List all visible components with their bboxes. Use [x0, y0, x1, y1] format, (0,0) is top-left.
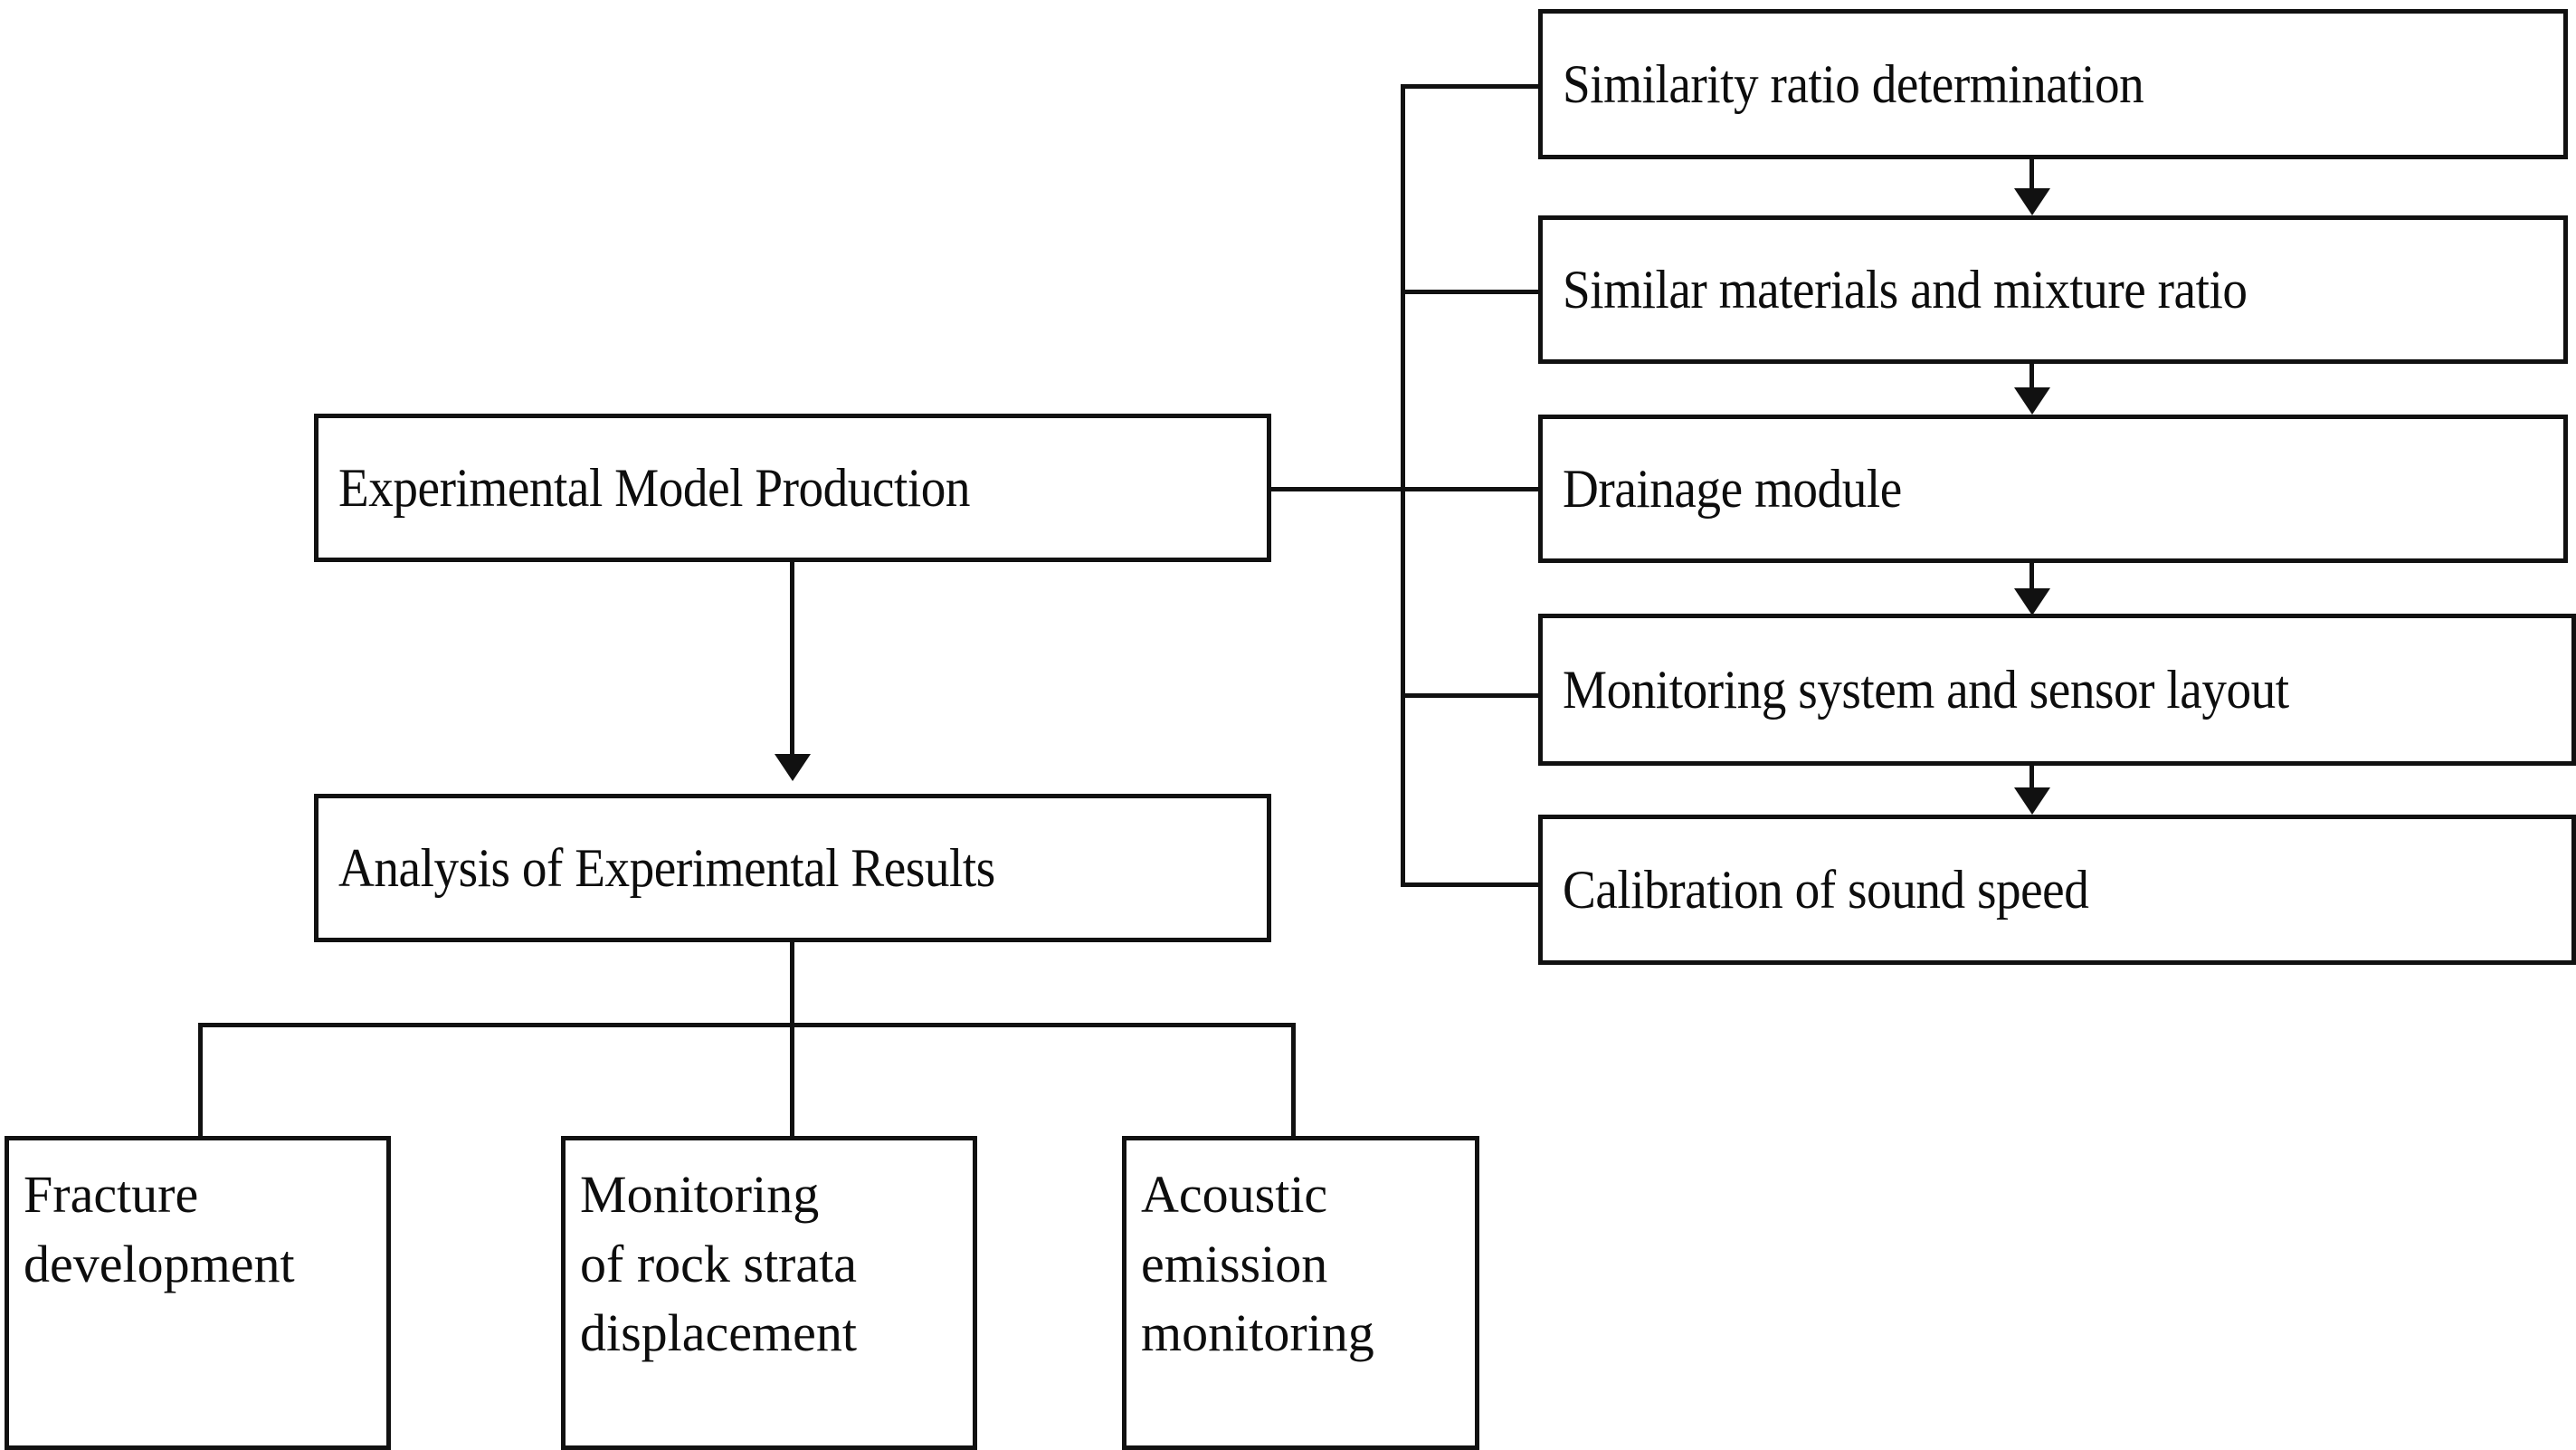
connector-similarity-to-materials-stem	[2029, 159, 2034, 192]
arrow-monitoring-to-calibration	[2014, 787, 2050, 815]
node-label: Monitoring of rock strata displacement	[580, 1165, 858, 1363]
node-acoustic-emission-monitoring[interactable]: Acoustic emission monitoring	[1122, 1136, 1479, 1450]
node-similar-materials-and-mixture-ratio[interactable]: Similar materials and mixture ratio	[1538, 215, 2568, 364]
connector-drop-to-monitoring-rock-strata	[790, 1023, 794, 1140]
node-similarity-ratio-determination[interactable]: Similarity ratio determination	[1538, 9, 2568, 159]
connector-drainage-to-monitoring-stem	[2029, 563, 2034, 592]
connector-analysis-fanout-bus	[198, 1023, 1296, 1027]
node-label: Analysis of Experimental Results	[338, 837, 995, 898]
connector-drop-to-acoustic-emission	[1291, 1023, 1296, 1140]
node-label: Fracture development	[24, 1165, 295, 1293]
arrow-similarity-to-materials	[2014, 188, 2050, 215]
node-label: Experimental Model Production	[338, 457, 970, 518]
arrow-model-to-analysis	[775, 754, 811, 781]
node-label: Calibration of sound speed	[1563, 859, 2089, 920]
node-label: Acoustic emission monitoring	[1141, 1165, 1374, 1363]
arrow-materials-to-drainage	[2014, 387, 2050, 415]
node-label: Similarity ratio determination	[1563, 53, 2144, 114]
connector-branch-trunk-vertical	[1401, 86, 1405, 887]
node-calibration-of-sound-speed[interactable]: Calibration of sound speed	[1538, 815, 2576, 965]
node-drainage-module[interactable]: Drainage module	[1538, 415, 2568, 563]
connector-branch-to-calibration	[1401, 882, 1541, 887]
arrow-drainage-to-monitoring	[2014, 588, 2050, 615]
connector-branch-to-similar-materials	[1401, 290, 1541, 294]
node-analysis-of-experimental-results[interactable]: Analysis of Experimental Results	[314, 794, 1271, 942]
node-monitoring-of-rock-strata-displacement[interactable]: Monitoring of rock strata displacement	[561, 1136, 977, 1450]
connector-materials-to-drainage-stem	[2029, 364, 2034, 391]
node-label: Drainage module	[1563, 458, 1902, 519]
node-label: Similar materials and mixture ratio	[1563, 259, 2248, 320]
connector-model-to-analysis-stem	[790, 562, 794, 756]
connector-monitoring-to-calibration-stem	[2029, 766, 2034, 791]
node-fracture-development[interactable]: Fracture development	[5, 1136, 391, 1450]
connector-drop-to-fracture-development	[198, 1023, 203, 1140]
node-monitoring-system-and-sensor-layout[interactable]: Monitoring system and sensor layout	[1538, 614, 2576, 766]
connector-branch-to-similarity-ratio	[1401, 84, 1541, 89]
node-label: Monitoring system and sensor layout	[1563, 659, 2289, 720]
connector-branch-to-monitoring-system	[1401, 693, 1541, 698]
node-experimental-model-production[interactable]: Experimental Model Production	[314, 414, 1271, 562]
connector-analysis-down-stem	[790, 942, 794, 1025]
connector-model-to-branch-trunk	[1271, 487, 1541, 491]
